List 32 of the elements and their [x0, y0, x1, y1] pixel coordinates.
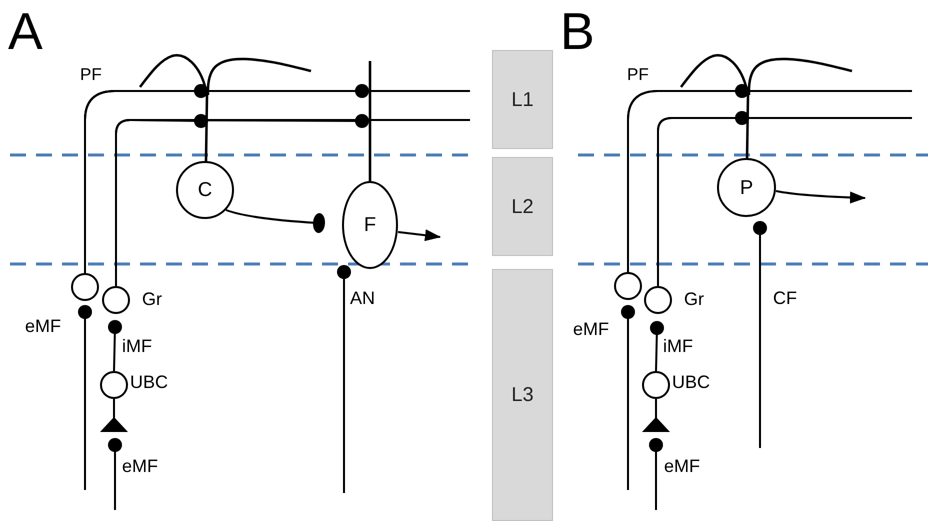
edge-label: iMF	[122, 335, 152, 358]
layer-box: L3	[492, 269, 553, 521]
output-arrow	[398, 229, 441, 242]
edge-label: eMF	[25, 315, 61, 338]
fiber-label: PF	[627, 66, 649, 83]
parallel-fiber-line	[657, 117, 912, 286]
axon-line	[753, 221, 767, 448]
axon-line	[78, 305, 92, 490]
edge-label: eMF	[664, 455, 700, 478]
axon-line	[621, 305, 635, 490]
edge-label: iMF	[663, 335, 693, 358]
axon-line	[108, 320, 122, 372]
edge-label: AN	[350, 287, 376, 310]
cell-oval: F	[342, 181, 398, 269]
cell-label: Gr	[142, 288, 162, 310]
panel-letter: B	[560, 6, 595, 58]
axon-line	[337, 265, 351, 493]
cell-label: Gr	[684, 288, 704, 310]
edge-label: eMF	[122, 455, 158, 478]
panel-letter: A	[8, 6, 43, 58]
layer-box: L2	[492, 157, 553, 256]
layer-box: L1	[492, 50, 553, 149]
cell-label: UBC	[130, 371, 168, 394]
edge-label: eMF	[573, 318, 609, 340]
output-arrow	[776, 190, 866, 204]
axon-line	[650, 321, 664, 372]
axon-line	[226, 209, 326, 234]
edge-label: CF	[773, 287, 797, 310]
cell-label: UBC	[672, 371, 710, 394]
axon-line	[649, 438, 663, 510]
axon-line	[108, 438, 122, 510]
fiber-label: PF	[80, 66, 102, 83]
